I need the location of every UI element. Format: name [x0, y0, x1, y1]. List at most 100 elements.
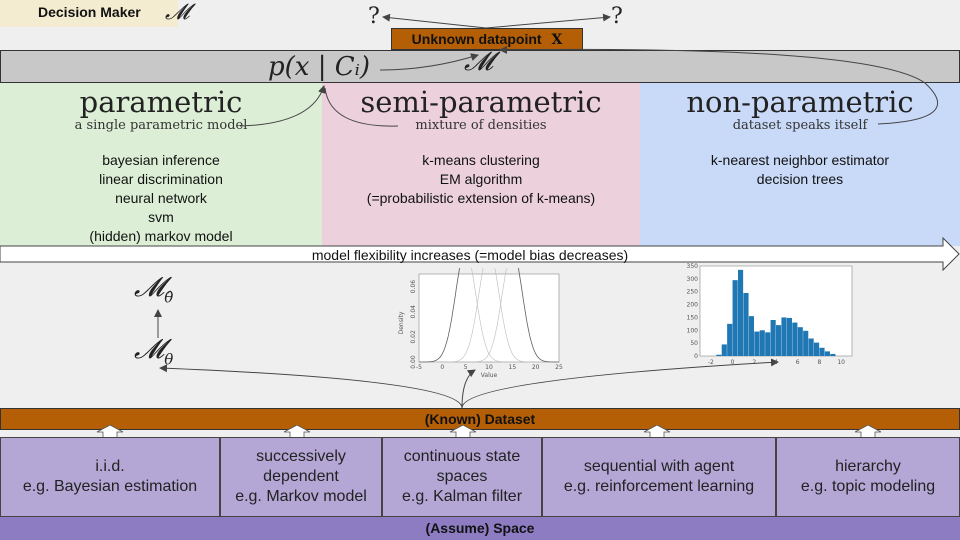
- parametric-curve: [239, 85, 326, 127]
- parametric-subtitle: a single parametric model: [74, 118, 248, 133]
- parametric-column: parametric a single parametric model bay…: [0, 83, 322, 246]
- assume-space-bar: (Assume) Space: [0, 517, 960, 540]
- histogram-ytick: 300: [687, 276, 699, 283]
- histogram-bar: [716, 354, 722, 356]
- histogram-bar: [765, 332, 771, 356]
- density-plot: Density Value -5 0 5 10 15 20 25 0.00 0.02 0.04 0…: [398, 268, 563, 379]
- histogram-bar: [727, 323, 733, 356]
- histogram-ytick: 250: [687, 289, 699, 296]
- list-item: linear discrimination: [99, 171, 223, 187]
- list-item: svm: [148, 209, 174, 225]
- non-parametric-list: k-nearest neighbor estimator decision tr…: [640, 151, 960, 189]
- list-item: k-means clustering: [422, 152, 540, 168]
- histogram-bar: [770, 320, 776, 356]
- histogram-bar: [786, 317, 792, 356]
- dataset-to-param-arrow: [159, 364, 463, 409]
- dataset-to-semi-arrow: [461, 369, 476, 409]
- histogram-bar: [830, 353, 836, 356]
- parametric-list: bayesian inference linear discrimination…: [0, 151, 322, 246]
- histogram-bar: [721, 344, 727, 356]
- unknown-datapoint-symbol: X: [551, 32, 563, 48]
- list-item: neural network: [115, 190, 207, 206]
- list-item: bayesian inference: [102, 152, 220, 168]
- semi-parametric-subtitle: mixture of densities: [415, 118, 547, 133]
- histogram-bar: [743, 293, 749, 356]
- histogram-bar: [776, 325, 782, 356]
- semi-parametric-column: semi-parametric mixture of densities k-m…: [322, 83, 640, 246]
- arrow-to-question-left: [382, 13, 487, 29]
- unknown-datapoint-label: Unknown datapoint: [411, 31, 542, 47]
- question-mark-left: ?: [368, 4, 380, 29]
- histogram-xtick: 0: [731, 359, 735, 366]
- histogram-bar: [792, 322, 798, 356]
- density-xtick: 0: [440, 364, 444, 371]
- histogram-ytick: 50: [690, 340, 698, 347]
- non-parametric-column: non-parametric dataset speaks itself k-n…: [640, 83, 960, 246]
- density-xtick: 5: [464, 364, 468, 371]
- list-item: EM algorithm: [439, 171, 523, 187]
- list-item: (hidden) markov model: [89, 228, 233, 244]
- non-parametric-title: non-parametric: [686, 85, 914, 119]
- likelihood-to-model-arrow: [379, 53, 479, 71]
- histogram-bar: [754, 331, 760, 356]
- density-mixture-curve: [419, 268, 559, 363]
- non-parametric-curve: [499, 45, 938, 125]
- semi-parametric-list: k-means clustering EM algorithm (=probab…: [322, 151, 640, 208]
- density-xtick: 20: [532, 364, 540, 371]
- density-ytick: 0.02: [410, 330, 417, 344]
- decision-maker-box: [0, 0, 178, 27]
- density-xtick: -5: [416, 364, 422, 371]
- assumption-iid: i.i.d.e.g. Bayesian estimation: [0, 437, 220, 517]
- dataset-to-hist-arrow: [461, 358, 779, 409]
- histogram-bar: [797, 327, 803, 356]
- density-ylabel: Density: [398, 311, 405, 334]
- list-item: decision trees: [756, 171, 844, 187]
- histogram-xtick: 6: [796, 359, 800, 366]
- model-bar: [0, 50, 960, 83]
- histogram-bar: [738, 269, 744, 356]
- density-ytick: 0.06: [410, 280, 417, 294]
- histogram-xtick: 10: [837, 359, 845, 366]
- histogram-xtick: 8: [818, 359, 822, 366]
- question-mark-right: ?: [611, 4, 623, 29]
- histogram-bar: [748, 316, 754, 356]
- decision-maker-symbol: 𝓜: [165, 0, 190, 25]
- likelihood-formula: p(x | Cᵢ): [268, 52, 371, 82]
- semi-parametric-title: semi-parametric: [360, 85, 602, 119]
- unknown-datapoint-box: Unknown datapoint X: [391, 28, 583, 50]
- model-theta-hat: 𝓜θ̂: [134, 272, 174, 307]
- non-parametric-subtitle: dataset speaks itself: [732, 118, 868, 133]
- up-arrows: [96, 425, 882, 439]
- histogram-bar: [808, 338, 814, 356]
- parametric-title: parametric: [79, 85, 243, 119]
- histogram-bar: [824, 351, 830, 356]
- histogram-bar: [814, 342, 820, 356]
- semi-parametric-curve: [324, 87, 399, 127]
- histogram-ytick: 350: [687, 263, 699, 270]
- histogram-ytick: 200: [687, 302, 699, 309]
- histogram-bar: [732, 280, 738, 356]
- density-xtick: 10: [485, 364, 493, 371]
- histogram-bar: [803, 330, 809, 356]
- density-xtick: 15: [509, 364, 517, 371]
- known-dataset-bar: (Known) Dataset: [0, 408, 960, 430]
- histogram-bar: [819, 347, 825, 356]
- density-ytick: 0.04: [410, 305, 417, 319]
- histogram-bar: [759, 330, 765, 356]
- histogram-ytick: 100: [687, 327, 699, 334]
- histogram-ytick: 150: [687, 314, 699, 321]
- decision-maker-label: Decision Maker: [38, 4, 141, 20]
- model-theta: 𝓜θ: [134, 334, 174, 369]
- density-xtick: 25: [555, 364, 563, 371]
- list-item: k-nearest neighbor estimator: [710, 152, 890, 168]
- density-xlabel: Value: [481, 372, 498, 379]
- model-symbol: 𝓜: [464, 47, 494, 77]
- flexibility-arrow: [0, 236, 960, 272]
- density-ytick: 0.00: [410, 355, 417, 369]
- flexibility-label: model flexibility increases (=model bias…: [311, 247, 629, 263]
